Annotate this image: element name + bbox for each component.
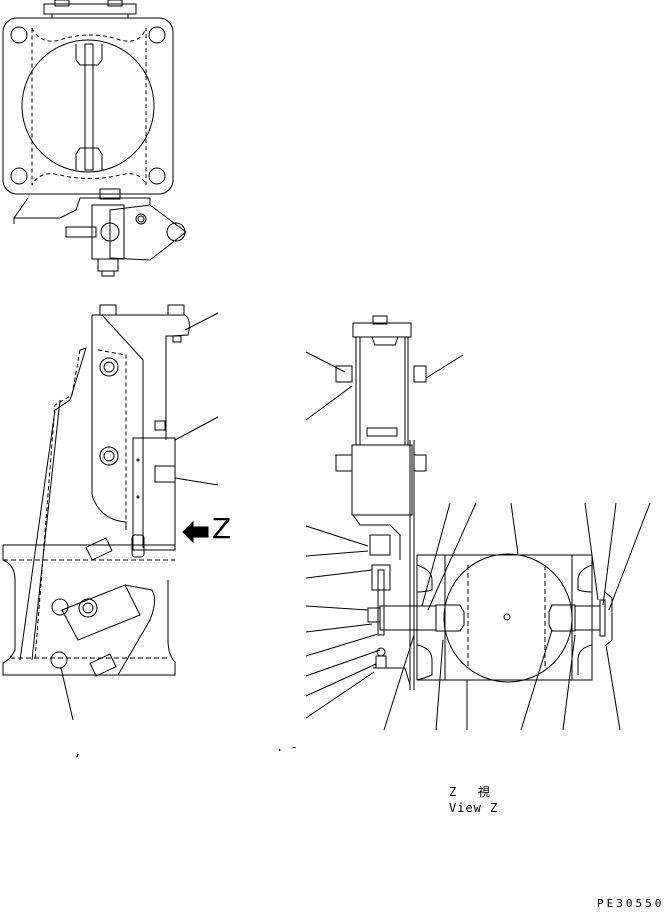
- view-z-caption-jp: Z 視: [449, 785, 490, 799]
- side-view-valve: [2, 304, 219, 721]
- view-z-section: [305, 315, 651, 731]
- drawing-code: PE30550: [597, 897, 665, 910]
- view-z-arrow-label: Z: [212, 512, 232, 545]
- view-z-caption-en: View Z: [449, 801, 499, 815]
- top-view-valve: [2, 0, 187, 277]
- tick-mark: . -: [276, 740, 298, 754]
- view-z-arrow-icon: [182, 520, 209, 544]
- tick-mark: ,: [74, 745, 82, 759]
